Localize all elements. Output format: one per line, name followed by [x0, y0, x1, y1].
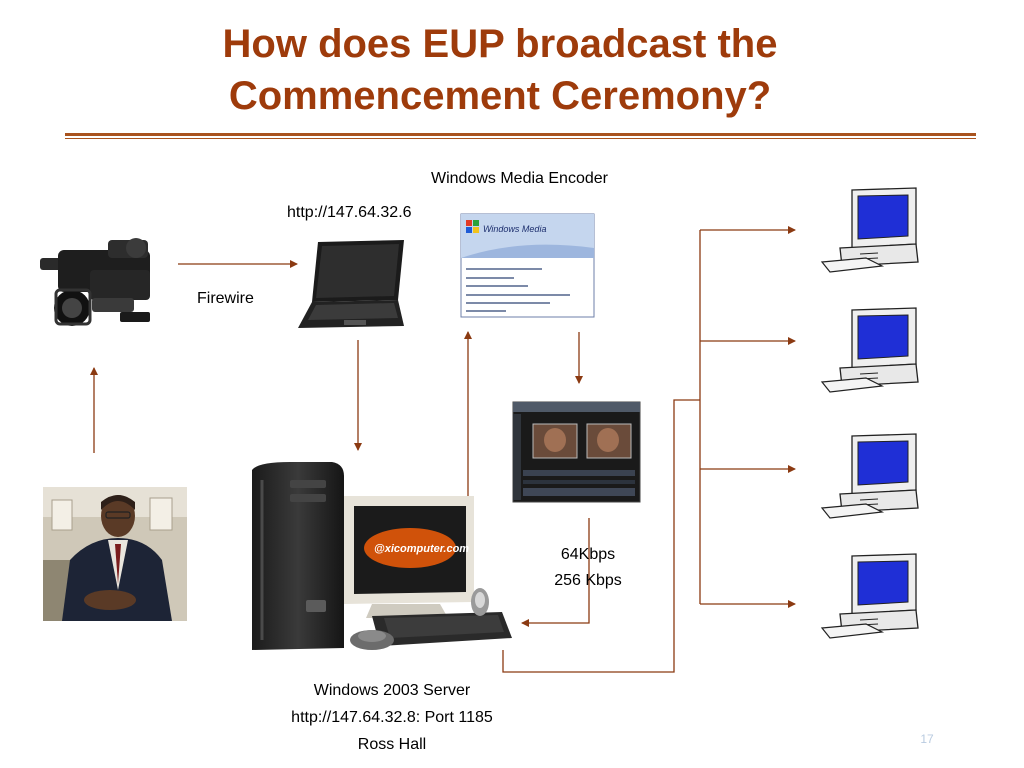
page-number: 17: [920, 732, 934, 746]
encoder-label: Windows Media Encoder: [431, 170, 608, 187]
title-rule-thick: [65, 133, 976, 136]
client-computer-1-icon: [820, 187, 919, 273]
title-rule-thin: [65, 138, 976, 139]
slide-title-line-1: How does EUP broadcast the: [222, 22, 778, 66]
laptop-icon: [298, 240, 404, 328]
client-computer-4-icon: [820, 553, 919, 639]
server-name-label: Windows 2003 Server: [313, 682, 471, 699]
monitor-brand-text: @xicomputer.com: [374, 543, 469, 555]
video-camera-icon: [40, 238, 150, 326]
server-url-label: http://147.64.32.8: Port 1185: [291, 709, 493, 726]
client-computer-2-icon: [820, 307, 919, 393]
encoder-window-screenshot: Windows Media: [460, 213, 595, 318]
slide-title-line-2: Commencement Ceremony?: [228, 74, 772, 118]
windows-flag-icon: [466, 220, 479, 233]
client-computer-3-icon: [820, 433, 919, 519]
bitrate-label-64: 64Kbps: [560, 546, 616, 563]
laptop-url-label: http://147.64.32.6: [287, 204, 412, 221]
server-workstation-icon: @xicomputer.com: [252, 462, 512, 650]
encoder-preview-screenshot: [512, 401, 641, 503]
arrow-preview-to-server: [521, 518, 590, 627]
server-location-label: Ross Hall: [357, 736, 427, 753]
slide-title: How does EUP broadcast the Commencement …: [0, 18, 1000, 122]
line-server-to-distribution: [502, 399, 700, 673]
encoder-brand-text: Windows Media: [483, 224, 546, 234]
connector-arrows: [90, 226, 796, 673]
speaker-photo: [43, 487, 187, 621]
firewire-label: Firewire: [197, 290, 254, 307]
bitrate-label-256: 256 Kbps: [554, 572, 622, 589]
